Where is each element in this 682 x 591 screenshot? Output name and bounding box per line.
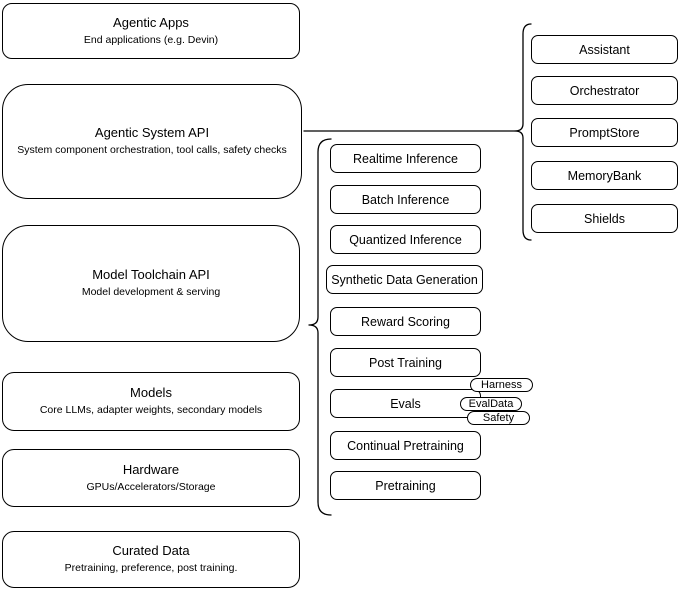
node-evals: Evals: [330, 389, 481, 418]
node-model-toolchain-api-subtitle: Model development & serving: [81, 286, 221, 299]
node-models: Models Core LLMs, adapter weights, secon…: [2, 372, 300, 431]
node-hardware: Hardware GPUs/Accelerators/Storage: [2, 449, 300, 507]
tag-evaldata: EvalData: [460, 397, 522, 411]
node-model-toolchain-api-title: Model Toolchain API: [92, 267, 210, 283]
node-promptstore: PromptStore: [531, 118, 678, 147]
node-hardware-subtitle: GPUs/Accelerators/Storage: [86, 480, 216, 493]
tag-safety: Safety: [467, 411, 530, 425]
node-agentic-apps: Agentic Apps End applications (e.g. Devi…: [2, 3, 300, 59]
node-assistant: Assistant: [531, 35, 678, 64]
node-agentic-apps-title: Agentic Apps: [113, 14, 189, 30]
right-group-brace: [514, 23, 532, 241]
node-models-title: Models: [130, 385, 172, 401]
node-hardware-title: Hardware: [122, 461, 180, 477]
node-quantized-inference: Quantized Inference: [330, 225, 481, 254]
node-continual-pretraining: Continual Pretraining: [330, 431, 481, 460]
node-orchestrator: Orchestrator: [531, 76, 678, 105]
node-synthetic-data-generation: Synthetic Data Generation: [326, 265, 483, 294]
node-agentic-system-api-subtitle: System component orchestration, tool cal…: [17, 144, 287, 157]
node-agentic-system-api-title: Agentic System API: [94, 125, 210, 141]
node-post-training: Post Training: [330, 348, 481, 377]
node-reward-scoring: Reward Scoring: [330, 307, 481, 336]
node-pretraining: Pretraining: [330, 471, 481, 500]
node-memorybank: MemoryBank: [531, 161, 678, 190]
node-model-toolchain-api: Model Toolchain API Model development & …: [2, 225, 300, 342]
node-curated-data: Curated Data Pretraining, preference, po…: [2, 531, 300, 588]
tag-harness: Harness: [470, 378, 533, 392]
node-agentic-apps-subtitle: End applications (e.g. Devin): [83, 33, 219, 46]
node-shields: Shields: [531, 204, 678, 233]
node-batch-inference: Batch Inference: [330, 185, 481, 214]
node-curated-data-subtitle: Pretraining, preference, post training.: [64, 562, 238, 575]
node-realtime-inference: Realtime Inference: [330, 144, 481, 173]
node-curated-data-title: Curated Data: [112, 543, 190, 559]
node-agentic-system-api: Agentic System API System component orch…: [2, 84, 302, 199]
middle-group-brace: [308, 138, 332, 516]
node-models-subtitle: Core LLMs, adapter weights, secondary mo…: [39, 404, 263, 417]
